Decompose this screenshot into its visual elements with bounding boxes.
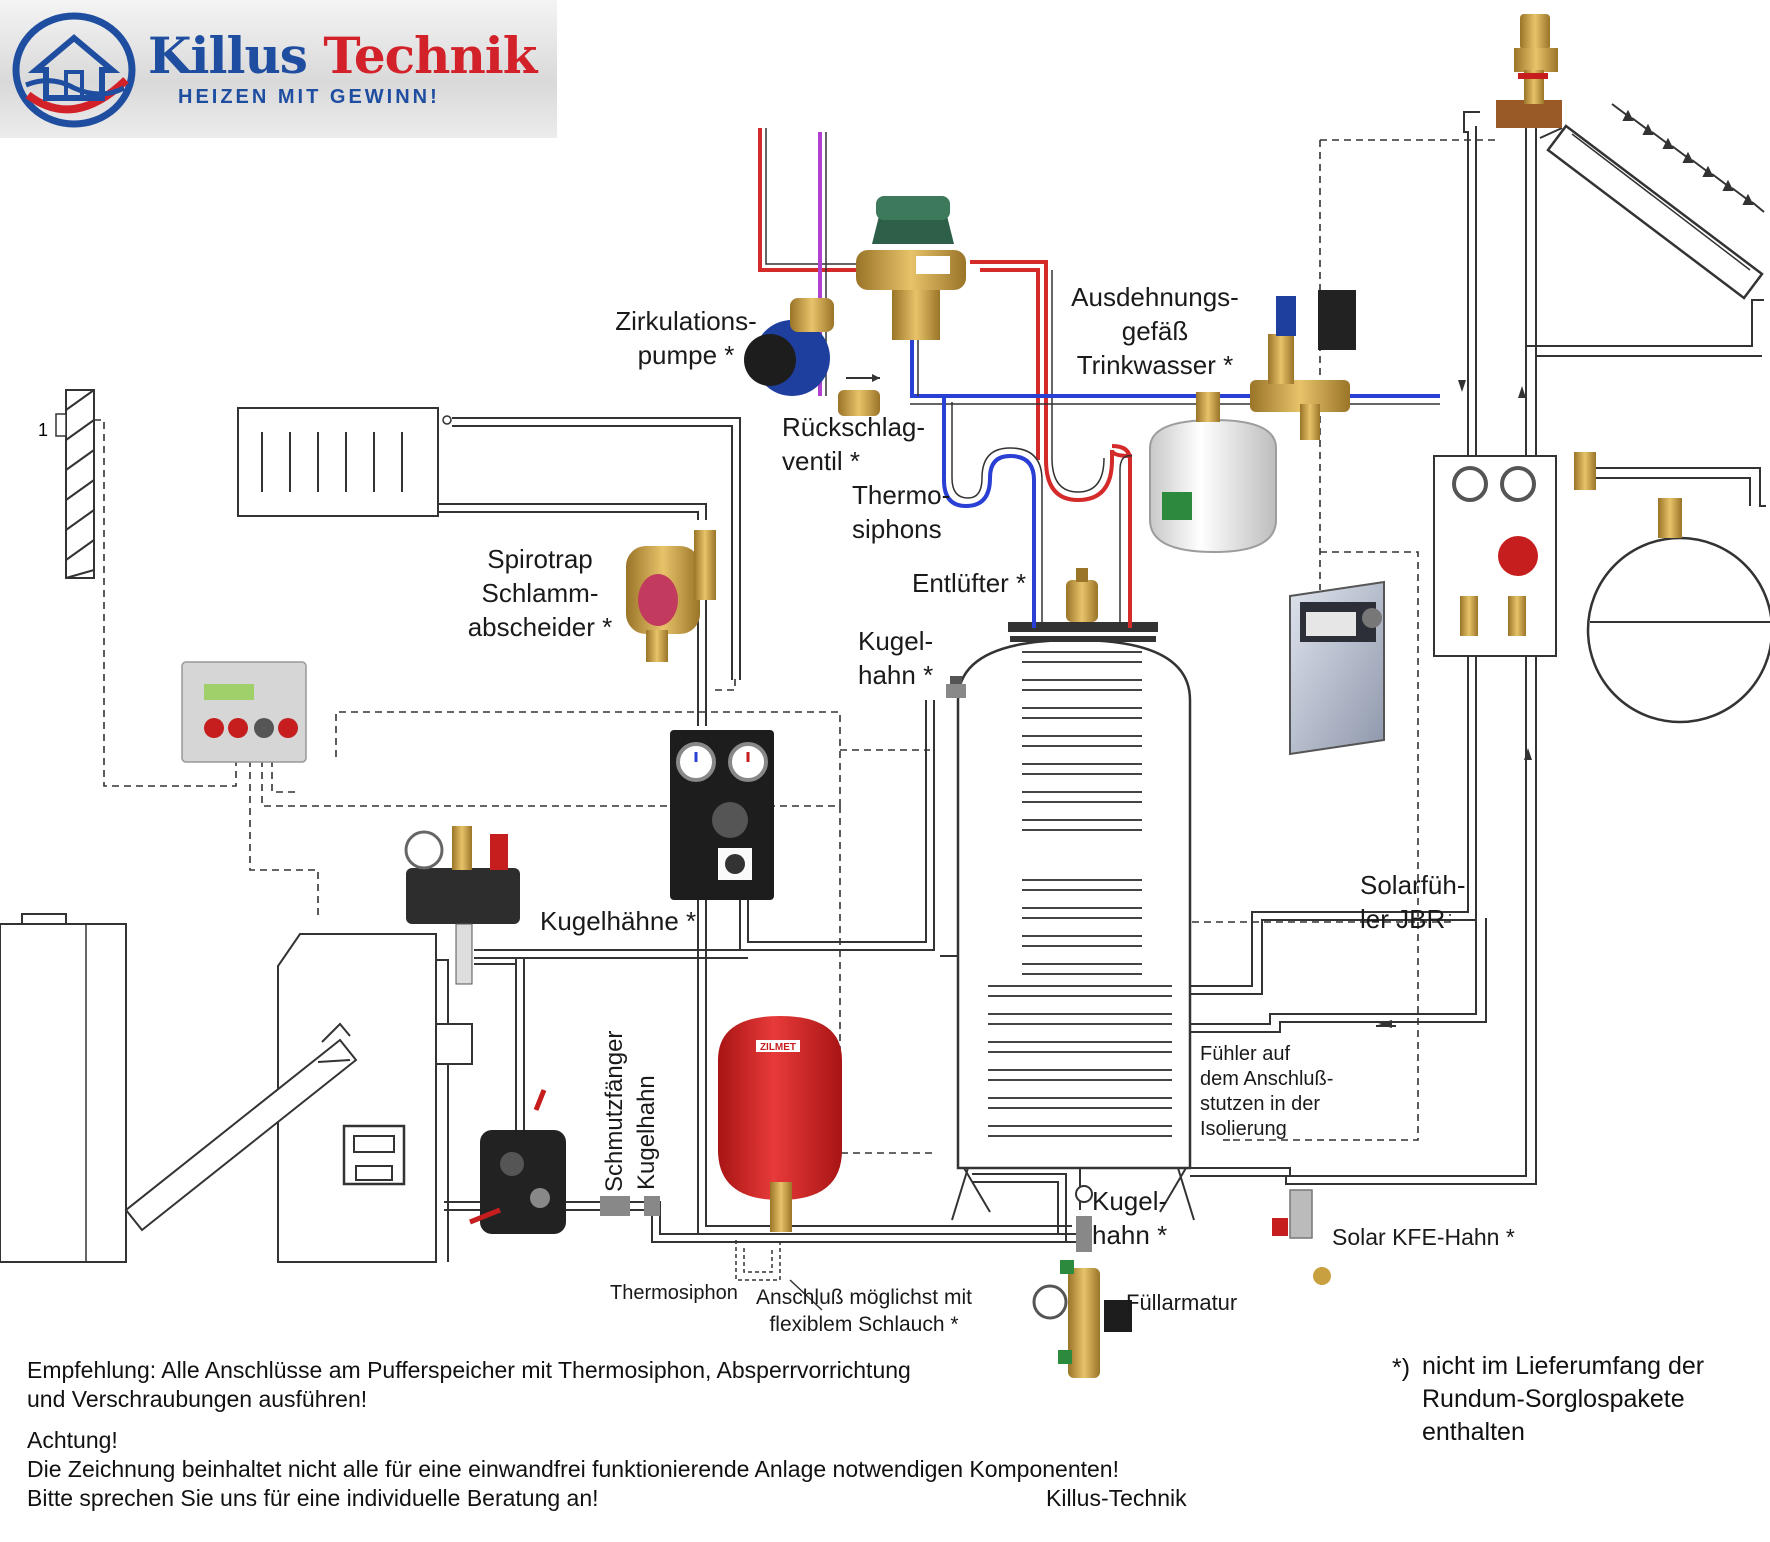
label-kugelhahn-top: Kugel- hahn * <box>858 624 933 692</box>
label-kugelhahn-bottom: Kugel- hahn * <box>1092 1184 1167 1252</box>
footnote-mark: *) <box>1392 1354 1411 1382</box>
thermostatic-mixing-valve <box>856 196 966 340</box>
note-line: enthalten <box>1422 1418 1525 1446</box>
expansion-brand: ZILMET <box>760 1042 796 1053</box>
label-fuehler-anschluss: Fühler auf dem Anschluß- stutzen in der … <box>1200 1042 1333 1142</box>
solar-pipes <box>1190 111 1766 1185</box>
label-line: abscheider * <box>467 612 613 642</box>
spirotrap <box>626 530 716 662</box>
note-line: nicht im Lieferumfang der <box>1422 1352 1705 1380</box>
radiator <box>237 407 452 517</box>
label-line: stutzen in der <box>1200 1093 1321 1115</box>
logo-brand: Killus Technik <box>148 26 537 85</box>
note-empfehlung: Empfehlung: Alle Anschlüsse am Pufferspe… <box>27 1356 911 1414</box>
label-thermosiphons: Thermo- siphons <box>852 478 950 546</box>
label-spirotrap: Spirotrap Schlamm- abscheider * <box>462 542 618 644</box>
label-line: gefäß <box>1121 316 1189 346</box>
label-fuellarmatur: Füllarmatur <box>1126 1290 1238 1315</box>
loading-unit <box>469 1089 566 1234</box>
solar-air-vent <box>1496 14 1562 128</box>
label-line: Kugel- <box>1092 1186 1168 1216</box>
note-line: Bitte sprechen Sie uns für eine individu… <box>27 1485 599 1511</box>
label-entluefter: Entlüfter * <box>912 568 1027 598</box>
label-line: hahn * <box>858 660 934 690</box>
solar-expansion-vessel <box>1586 498 1770 724</box>
circulation-pump <box>744 298 834 396</box>
note-line: Achtung! <box>27 1427 118 1453</box>
label-line: ler JBR <box>1360 904 1446 934</box>
flow-arrows <box>1376 380 1532 1028</box>
label-line: pumpe * <box>637 340 735 370</box>
label-solarfuehler: Solarfüh- ler JBR <box>1360 868 1466 936</box>
boiler-controller <box>181 661 307 763</box>
company-logo: Killus Technik HEIZEN MIT GEWINN! <box>0 0 557 138</box>
check-valve <box>838 374 880 416</box>
tank-air-vent <box>1066 568 1098 622</box>
safety-group <box>404 826 520 985</box>
label-line: dem Anschluß- <box>1200 1068 1334 1090</box>
potable-expansion-vessel <box>1149 290 1356 554</box>
label-zirkulationspumpe: Zirkulations- pumpe * <box>606 304 766 372</box>
fill-armature <box>1032 1185 1132 1378</box>
label-thermosiphon: Thermosiphon <box>610 1282 738 1304</box>
outdoor-sensor: 1 <box>38 389 95 579</box>
label-kugelhahn-vertical: Kugelhahn <box>633 1075 660 1190</box>
domestic-water-pipes <box>758 128 1440 628</box>
label-line: Kugel- <box>858 626 934 656</box>
note-line: Rundum-Sorglospakete <box>1422 1385 1685 1413</box>
dirt-strainer <box>600 1196 660 1216</box>
label-line: ventil * <box>782 446 861 476</box>
label-solar-kfe: Solar KFE-Hahn * <box>1332 1224 1515 1250</box>
thermosiphon-loop <box>735 1240 781 1281</box>
pellet-boiler <box>0 913 473 1263</box>
footnote-text: nicht im Lieferumfang der Rundum-Sorglos… <box>1422 1350 1704 1449</box>
label-line: Anschluß möglichst mit <box>756 1286 972 1309</box>
solar-collector <box>1539 103 1765 300</box>
label-line: Thermo- <box>852 480 951 510</box>
label-line: Solarfüh- <box>1360 870 1466 900</box>
label-rueckschlagventil: Rückschlag- ventil * <box>782 410 925 478</box>
label-line: Trinkwasser * <box>1076 350 1234 380</box>
label-line: Schlamm- <box>481 578 599 608</box>
solar-station <box>1433 452 1596 657</box>
solar-kfe-tap <box>1272 1189 1331 1285</box>
note-line: Die Zeichnung beinhaltet nicht alle für … <box>27 1456 1119 1482</box>
note-line: Empfehlung: Alle Anschlüsse am Pufferspe… <box>27 1357 911 1383</box>
label-schmutzfaenger: Schmutzfänger <box>601 1030 628 1192</box>
label-anschluss: Anschluß möglichst mit flexiblem Schlauc… <box>744 1284 984 1338</box>
house-logo-icon <box>12 12 136 128</box>
note-signature: Killus-Technik <box>1046 1485 1187 1511</box>
label-line: Isolierung <box>1200 1118 1287 1140</box>
label-line: Fühler auf <box>1200 1043 1291 1065</box>
label-line: siphons <box>852 514 942 544</box>
label-line: Ausdehnungs- <box>1071 282 1239 312</box>
solar-controller <box>1289 580 1385 756</box>
logo-slogan: HEIZEN MIT GEWINN! <box>178 86 440 108</box>
label-line: flexiblem Schlauch * <box>769 1313 959 1336</box>
label-ausdehnungsgefaess: Ausdehnungs- gefäß Trinkwasser * <box>1070 280 1240 382</box>
note-line: und Verschraubungen ausführen! <box>27 1386 368 1412</box>
label-line: Spirotrap <box>487 544 593 574</box>
label-line: Zirkulations- <box>615 306 757 336</box>
heating-pump-station <box>670 730 774 900</box>
sensor-number: 1 <box>38 420 48 440</box>
label-line: Rückschlag- <box>782 412 926 442</box>
ball-valve-top <box>946 676 966 698</box>
buffer-tank <box>951 622 1195 1221</box>
label-line: hahn * <box>1092 1220 1168 1250</box>
note-achtung: Achtung! Die Zeichnung beinhaltet nicht … <box>27 1426 1119 1513</box>
label-kugelhaehne: Kugelhähne * <box>540 906 697 936</box>
heating-expansion-vessel: ZILMET <box>718 1016 842 1232</box>
